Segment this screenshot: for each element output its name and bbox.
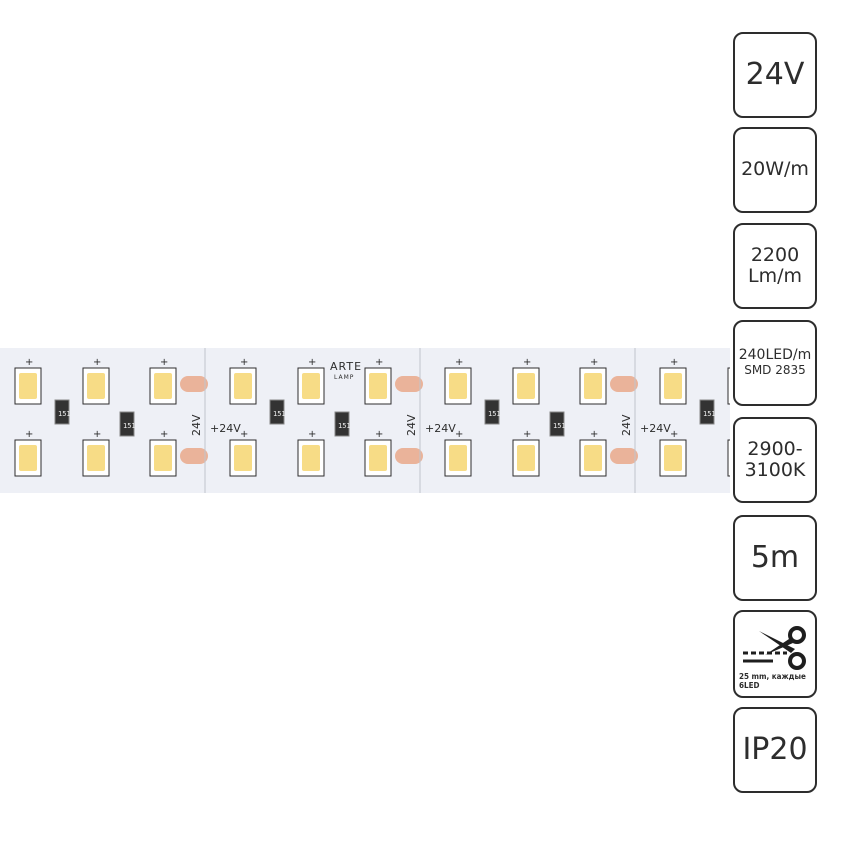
spec-power-value: 20W/m xyxy=(741,158,809,181)
plus-mark: + xyxy=(375,357,383,368)
spec-color-temperature: 2900- 3100K xyxy=(733,417,817,503)
led-emitter xyxy=(517,373,535,399)
plus-mark: + xyxy=(670,357,678,368)
led-emitter xyxy=(664,373,682,399)
spec-ip-rating: IP20 xyxy=(733,707,817,793)
led-emitter xyxy=(369,373,387,399)
resistor-code: 151 xyxy=(123,422,136,430)
led-emitter xyxy=(234,445,252,471)
led-emitter xyxy=(449,373,467,399)
resistor xyxy=(484,399,500,425)
plus-mark: + xyxy=(160,357,168,368)
resistor xyxy=(334,411,350,437)
spec-length: 5m xyxy=(733,515,817,601)
plus-mark: + xyxy=(25,357,33,368)
plus-mark: + xyxy=(455,429,463,440)
copper-pad xyxy=(395,448,423,464)
spec-density-line2: SMD 2835 xyxy=(744,363,806,378)
led-emitter xyxy=(154,445,172,471)
spec-cct-line2: 3100K xyxy=(744,459,806,481)
copper-pad xyxy=(395,376,423,392)
cut-note: 25 mm, каждые 6LED xyxy=(739,672,811,691)
resistor xyxy=(119,411,135,437)
plus-mark: + xyxy=(590,429,598,440)
side-voltage-label: 24V xyxy=(190,414,203,436)
plus-mark: + xyxy=(240,429,248,440)
plus-mark: + xyxy=(93,357,101,368)
led-emitter xyxy=(234,373,252,399)
side-voltage-label: 24V xyxy=(620,414,633,436)
cut-note-line1: 25 mm, каждые xyxy=(739,672,806,682)
led-emitter xyxy=(19,373,37,399)
led-chip xyxy=(727,439,730,477)
resistor-code: 151 xyxy=(273,410,286,418)
resistor-code: 151 xyxy=(553,422,566,430)
resistor-code: 151 xyxy=(338,422,351,430)
led-emitter xyxy=(87,373,105,399)
plus-mark: + xyxy=(25,429,33,440)
spec-ip-value: IP20 xyxy=(742,732,808,768)
plus-mark: + xyxy=(93,429,101,440)
led-emitter xyxy=(87,445,105,471)
spec-power: 20W/m xyxy=(733,127,817,213)
spec-cut-interval: 25 mm, каждые 6LED xyxy=(733,610,817,698)
led-emitter xyxy=(302,445,320,471)
resistor xyxy=(699,399,715,425)
brand-lamp: LAMP xyxy=(334,374,354,381)
plus-mark: + xyxy=(160,429,168,440)
plus-mark: + xyxy=(670,429,678,440)
resistor-code: 151 xyxy=(488,410,501,418)
copper-pad xyxy=(180,448,208,464)
spec-voltage-value: 24V xyxy=(745,57,805,93)
led-emitter xyxy=(302,373,320,399)
spec-voltage: 24V xyxy=(733,32,817,118)
resistor-code: 151 xyxy=(58,410,71,418)
spec-flux-line1: 2200 xyxy=(750,243,800,266)
led-emitter xyxy=(19,445,37,471)
voltage-mark: +24V xyxy=(640,422,671,435)
led-emitter xyxy=(369,445,387,471)
led-emitter xyxy=(449,445,467,471)
resistor xyxy=(269,399,285,425)
plus-mark: + xyxy=(240,357,248,368)
plus-mark: + xyxy=(375,429,383,440)
scissors-icon xyxy=(743,626,806,671)
plus-mark: + xyxy=(590,357,598,368)
spec-cct-line1: 2900- xyxy=(747,437,803,460)
resistor-code: 151 xyxy=(703,410,716,418)
led-chip xyxy=(727,367,730,405)
side-voltage-label: 24V xyxy=(405,414,418,436)
spec-luminous-flux: 2200 Lm/m xyxy=(733,223,817,309)
brand-arte: ARTE xyxy=(330,360,362,373)
copper-pad xyxy=(610,448,638,464)
plus-mark: + xyxy=(308,357,316,368)
resistor xyxy=(549,411,565,437)
spec-led-density: 240LED/m SMD 2835 xyxy=(733,320,817,406)
spec-length-value: 5m xyxy=(750,540,800,576)
copper-pad xyxy=(610,376,638,392)
resistor xyxy=(54,399,70,425)
voltage-mark: +24V xyxy=(210,422,241,435)
plus-mark: + xyxy=(455,357,463,368)
led-emitter xyxy=(517,445,535,471)
cut-note-line2: 6LED xyxy=(739,681,760,690)
copper-pad xyxy=(180,376,208,392)
led-emitter xyxy=(584,445,602,471)
plus-mark: + xyxy=(308,429,316,440)
led-emitter xyxy=(664,445,682,471)
led-emitter xyxy=(154,373,172,399)
led-emitter xyxy=(584,373,602,399)
plus-mark: + xyxy=(523,357,531,368)
spec-density-line1: 240LED/m xyxy=(738,347,812,364)
plus-mark: + xyxy=(523,429,531,440)
voltage-mark: +24V xyxy=(425,422,456,435)
spec-flux-line2: Lm/m xyxy=(747,265,802,287)
